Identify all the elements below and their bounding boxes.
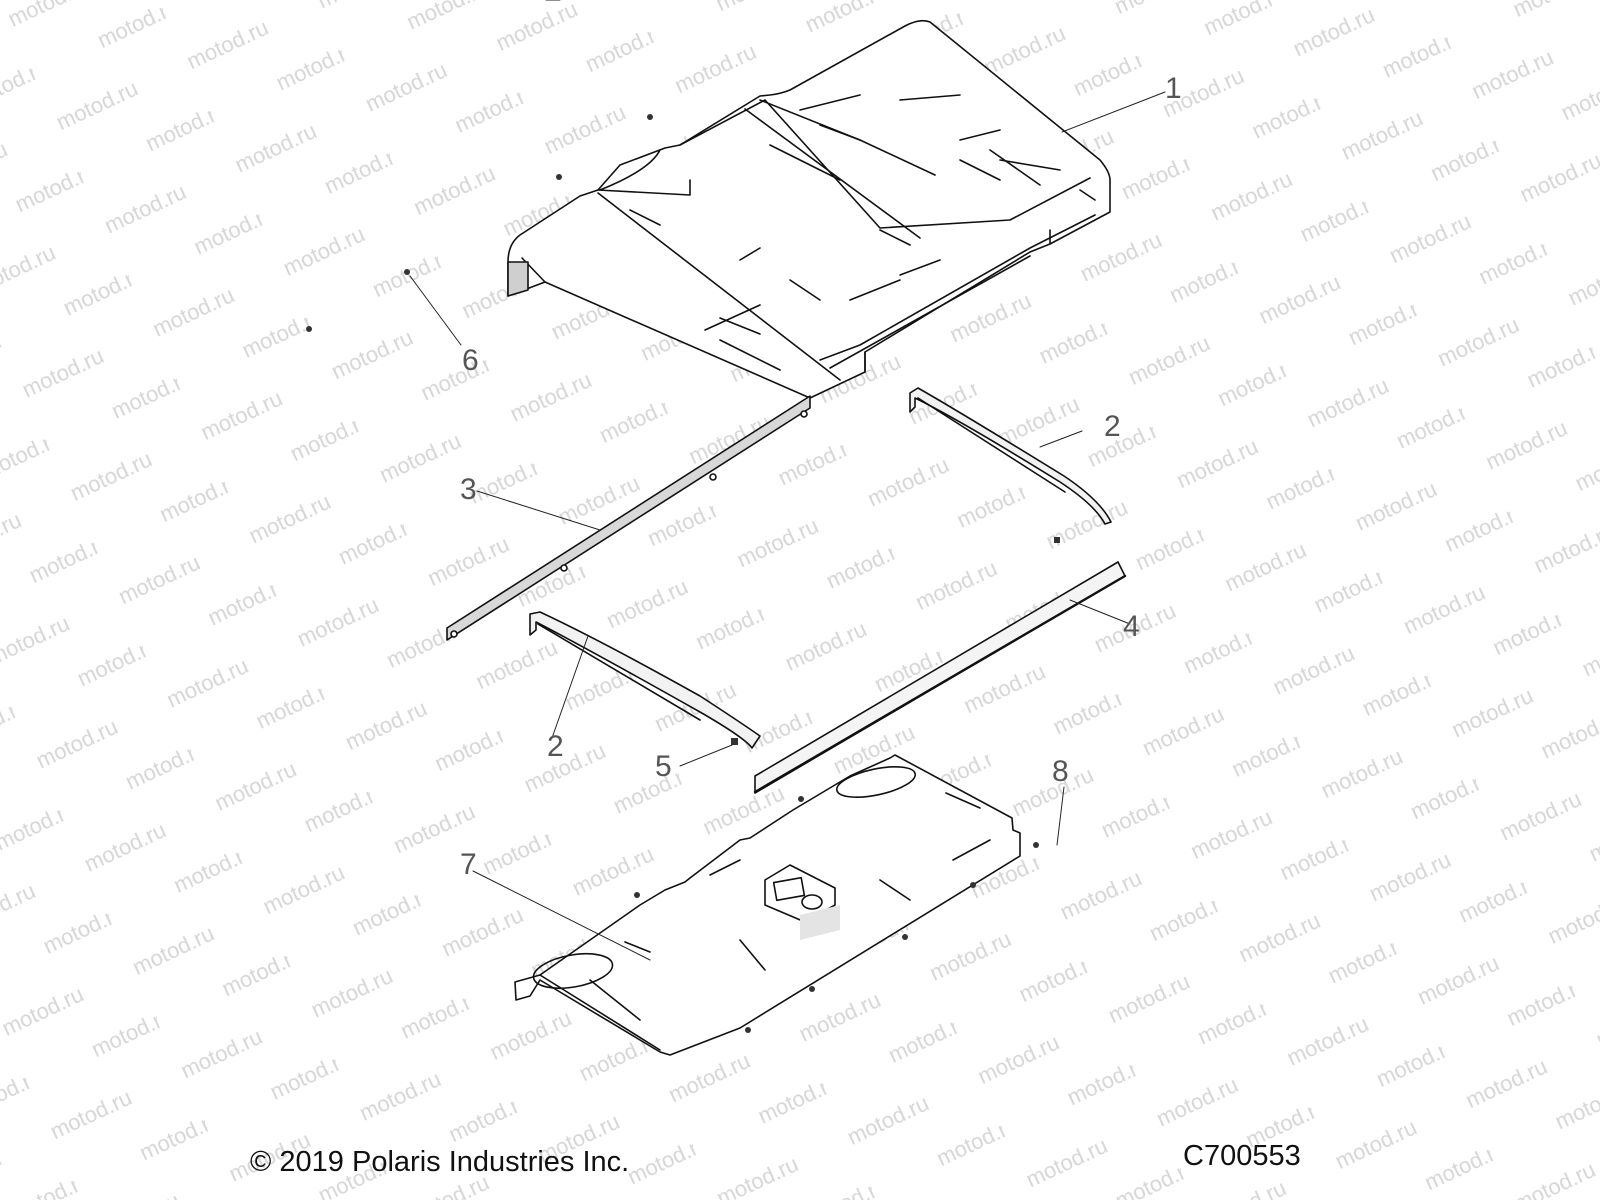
nut-icon — [731, 738, 738, 745]
screw-icon — [798, 796, 804, 802]
screw-icon — [809, 986, 815, 992]
callout-1: 1 — [1165, 72, 1182, 105]
screw-icon — [1033, 842, 1039, 848]
screw-icon — [634, 892, 640, 898]
callout-7: 7 — [460, 848, 477, 881]
trim-rail-right — [909, 387, 1112, 525]
trim-rail-left — [529, 611, 761, 749]
callout-2-right: 2 — [1104, 410, 1121, 443]
rivet-icon — [556, 174, 562, 180]
copyright-text: © 2019 Polaris Industries Inc. — [250, 1146, 630, 1178]
callout-3: 3 — [460, 473, 477, 506]
callout-5: 5 — [655, 750, 672, 783]
seal-strip — [753, 561, 1127, 794]
callout-2-left: 2 — [547, 730, 564, 763]
screw-icon — [970, 882, 976, 888]
callout-4: 4 — [1123, 610, 1140, 643]
rivet-icon — [647, 114, 653, 120]
diagram-code: C700553 — [1183, 1140, 1301, 1172]
nut-icon — [1054, 537, 1060, 543]
mounting-strip — [446, 395, 811, 641]
screw-icon — [745, 1027, 751, 1033]
roof-panel — [507, 19, 1111, 399]
screw-icon — [902, 934, 908, 940]
fasteners-part-6 — [306, 114, 653, 332]
rivet-icon — [404, 269, 410, 275]
callout-6: 6 — [462, 344, 479, 377]
headliner-panel — [514, 754, 1021, 1056]
rivet-icon — [306, 326, 312, 332]
callout-8: 8 — [1052, 755, 1069, 788]
screws-part-8 — [634, 796, 1039, 1033]
